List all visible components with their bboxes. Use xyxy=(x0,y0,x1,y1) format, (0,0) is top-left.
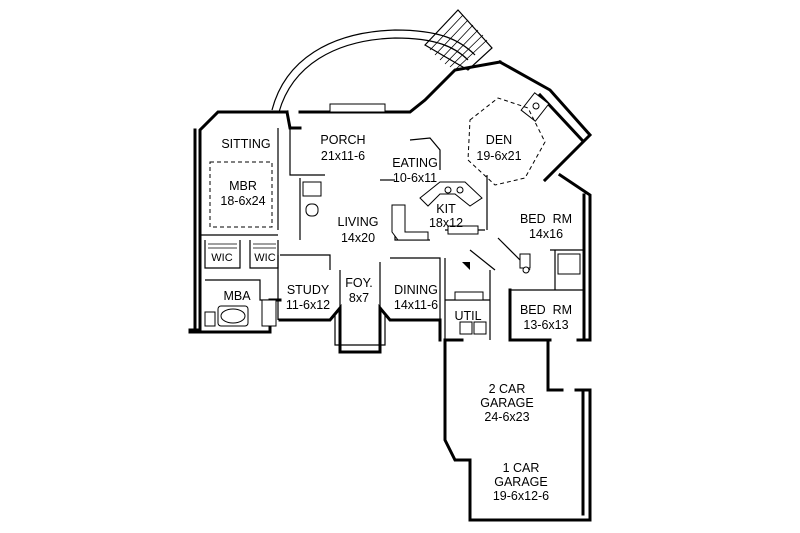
room-dims-kit: 18x12 xyxy=(429,216,463,230)
utility-counter xyxy=(454,291,484,301)
room-name-wic-1: WIC xyxy=(211,252,232,264)
bath-vanity xyxy=(302,181,322,197)
cooktop-burner xyxy=(444,186,452,194)
room-name-garage-2-line-2: GARAGE xyxy=(480,396,534,410)
bathtub-basin xyxy=(220,308,246,324)
room-name-mba: MBA xyxy=(223,289,251,303)
kitchen-sink xyxy=(447,225,479,235)
room-name-bedroom-1: BED RM xyxy=(520,212,572,226)
pantry-marker xyxy=(462,262,470,270)
room-dims-living: 14x20 xyxy=(341,231,375,245)
exterior-stair xyxy=(424,9,493,71)
room-name-mbr: MBR xyxy=(229,179,257,193)
room-dims-bedroom-2: 13-6x13 xyxy=(523,318,568,332)
room-dims-foyer: 8x7 xyxy=(349,291,369,305)
room-name-garage-1-line-2: GARAGE xyxy=(494,475,548,489)
room-name-dining: DINING xyxy=(394,283,438,297)
shower xyxy=(261,299,277,327)
cooktop-burner xyxy=(456,186,464,194)
toilet xyxy=(305,203,319,217)
room-dims-porch: 21x11-6 xyxy=(321,149,365,163)
porch-arc xyxy=(271,29,476,113)
mbr-tray-ceiling xyxy=(209,161,273,228)
fixtures xyxy=(204,92,581,335)
washer xyxy=(473,321,487,335)
wic-shelf xyxy=(208,243,237,249)
room-name-bedroom-2: BED RM xyxy=(520,303,572,317)
bath-vanity xyxy=(557,253,581,275)
kitchen-island xyxy=(419,181,483,207)
room-dims-garage-2: 24-6x23 xyxy=(484,410,529,424)
room-dims-bedroom-1: 14x16 xyxy=(529,227,563,241)
room-name-foyer: FOY. xyxy=(345,276,373,290)
porch-bench xyxy=(329,103,386,113)
room-labels: SITTING PORCH 21x11-6 DEN 19-6x21 MBR 18… xyxy=(211,133,572,503)
room-name-sitting: SITTING xyxy=(221,137,270,151)
room-dims-mbr: 18-6x24 xyxy=(220,194,265,208)
room-name-eating: EATING xyxy=(392,156,438,170)
wic-shelf xyxy=(253,243,276,249)
toilet xyxy=(204,311,216,327)
dryer xyxy=(459,321,473,335)
room-name-living: LIVING xyxy=(338,215,379,229)
room-name-garage-2-line-1: 2 CAR xyxy=(489,382,526,396)
room-dims-den: 19-6x21 xyxy=(476,149,521,163)
room-name-den: DEN xyxy=(486,133,512,147)
room-name-wic-2: WIC xyxy=(254,252,275,264)
room-dims-dining: 14x11-6 xyxy=(394,298,438,312)
room-name-util: UTIL xyxy=(454,309,481,323)
kitchen-counter xyxy=(391,204,429,241)
toilet xyxy=(519,253,531,269)
room-name-porch: PORCH xyxy=(320,133,365,147)
room-name-study: STUDY xyxy=(287,283,330,297)
room-name-kit: KIT xyxy=(436,202,456,216)
room-dims-garage-1: 19-6x12-6 xyxy=(493,489,549,503)
room-dims-study: 11-6x12 xyxy=(286,298,330,312)
fireplace-grate xyxy=(532,102,540,110)
room-name-garage-1-line-1: 1 CAR xyxy=(503,461,540,475)
sink xyxy=(522,266,530,274)
room-dims-eating: 10-6x11 xyxy=(393,171,437,185)
